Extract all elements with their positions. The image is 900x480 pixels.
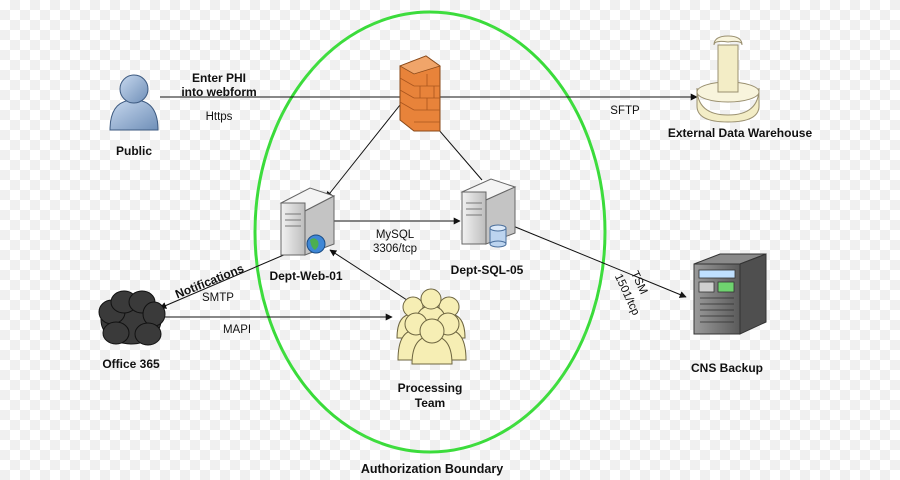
node-label-public: Public xyxy=(116,144,152,158)
database-column-icon xyxy=(696,35,760,123)
database-server-icon xyxy=(460,178,517,248)
edge-team-web xyxy=(329,249,411,303)
edge-label-mysql-line1: MySQL xyxy=(376,229,415,241)
node-team: Processing Team xyxy=(396,288,467,410)
edge-label-phi-line1: Enter PHI xyxy=(192,71,246,85)
edge-label-mapi: MAPI xyxy=(223,324,251,336)
node-label-team-line1: Processing xyxy=(398,381,463,395)
backup-server-icon xyxy=(693,253,767,335)
user-icon xyxy=(109,74,159,131)
node-office: Office 365 xyxy=(98,290,166,371)
edge-firewall-web xyxy=(325,104,401,199)
node-backup: CNS Backup xyxy=(691,253,767,375)
web-server-icon xyxy=(279,187,336,256)
edge-web-office xyxy=(159,253,287,309)
node-label-team-line2: Team xyxy=(415,396,445,410)
edge-label-mysql-line2: 3306/tcp xyxy=(373,243,417,255)
node-warehouse: External Data Warehouse xyxy=(668,35,813,140)
node-label-web: Dept-Web-01 xyxy=(269,269,342,283)
node-label-sql: Dept-SQL-05 xyxy=(451,263,524,277)
authorization-boundary xyxy=(253,10,607,454)
edge-sql-backup xyxy=(512,225,687,298)
node-web: Dept-Web-01 xyxy=(269,187,343,283)
node-sql: Dept-SQL-05 xyxy=(451,178,524,277)
edge-label-https: Https xyxy=(206,111,233,123)
cloud-icon xyxy=(98,290,166,346)
node-label-office: Office 365 xyxy=(102,357,160,371)
node-label-backup: CNS Backup xyxy=(691,361,763,375)
node-public: Public xyxy=(109,74,159,158)
edge-label-smtp: SMTP xyxy=(202,292,234,304)
edge-label-sftp: SFTP xyxy=(610,105,640,117)
edge-label-phi-line2: into webform xyxy=(181,85,256,99)
node-label-warehouse: External Data Warehouse xyxy=(668,126,813,140)
group-icon xyxy=(396,288,467,365)
boundary-title: Authorization Boundary xyxy=(361,462,503,476)
firewall-icon xyxy=(399,55,441,132)
edge-firewall-sql xyxy=(431,121,483,181)
node-firewall xyxy=(399,55,441,132)
